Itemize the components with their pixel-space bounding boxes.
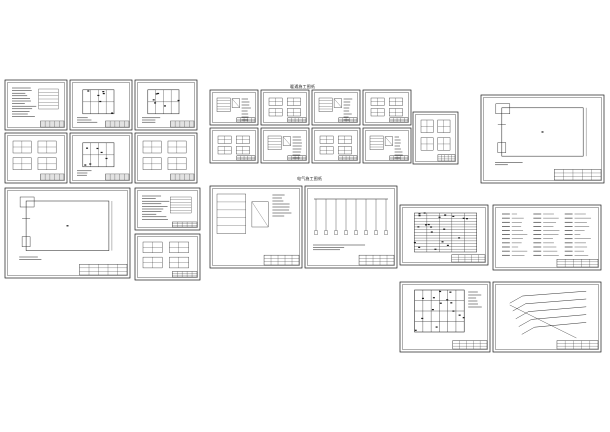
sheet-axonometric [492, 281, 602, 353]
group-label-electrical: 电气施工图纸 [297, 176, 323, 181]
sheet-index-1 [4, 79, 68, 131]
sheet-plan-1 [69, 79, 133, 131]
sheet-building-section [399, 281, 491, 353]
sheet-big-plan-right [480, 94, 605, 184]
sheet-elec-3 [399, 204, 489, 266]
sheet-notes-2 [134, 233, 201, 281]
sheet-hvac-5 [209, 127, 259, 164]
sheet-plan-4 [69, 132, 133, 184]
sheet-group [4, 79, 605, 353]
sheet-hvac-3 [311, 89, 361, 126]
sheet-plan-3 [4, 132, 68, 184]
sheet-notes-1 [134, 187, 201, 231]
sheet-elec-2 [304, 185, 398, 269]
sheet-plan-5 [134, 132, 198, 184]
sheet-hvac-4 [362, 89, 412, 126]
sheet-hvac-7 [311, 127, 361, 164]
sheet-elec-4 [492, 204, 602, 271]
sheet-hvac-8 [362, 127, 412, 164]
sheet-elec-1 [209, 185, 303, 269]
group-label-hvac: 暖通施工图纸 [290, 84, 316, 89]
sheet-big-plan-left [4, 187, 131, 279]
sheet-plan-2 [134, 79, 198, 131]
sheet-hvac-1 [209, 89, 259, 126]
sheet-hvac-6 [260, 127, 310, 164]
sheet-hvac-2 [260, 89, 310, 126]
sheet-hvac-9 [412, 111, 459, 165]
